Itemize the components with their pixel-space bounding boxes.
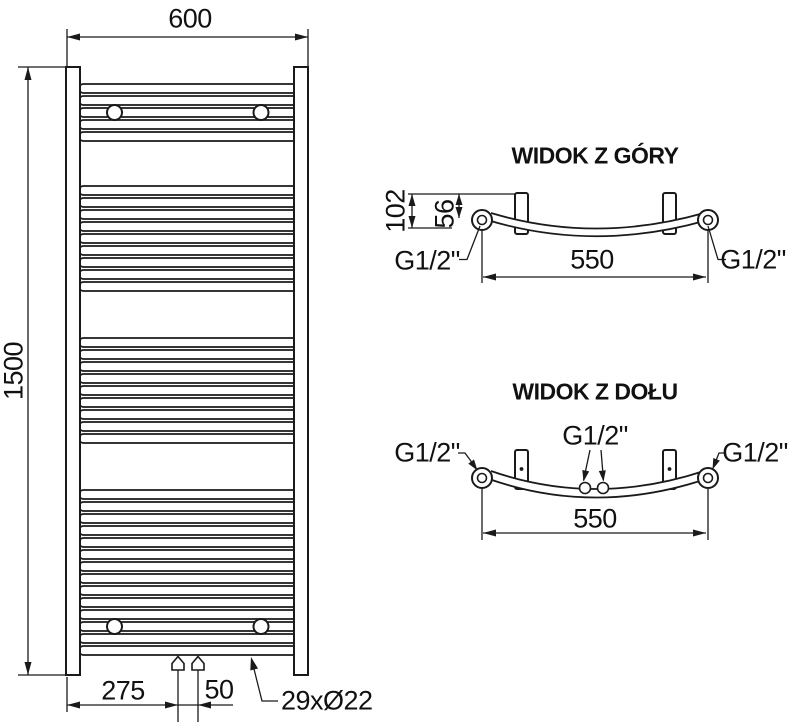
dim-bottom-550-lines <box>481 489 709 540</box>
radiator-tube <box>78 537 298 548</box>
bottom-view-center-thread-label: G1/2" <box>562 420 628 451</box>
tube-spec-leader <box>250 657 278 702</box>
tube-spec-label: 29xØ22 <box>281 685 373 716</box>
center-connections <box>578 481 610 495</box>
radiator-tube <box>78 645 298 656</box>
radiator-tubes <box>78 83 298 656</box>
radiator-tube <box>78 257 298 268</box>
bottom-view-collector-ends <box>471 467 719 489</box>
top-view <box>408 192 726 283</box>
radiator-tube <box>78 609 298 620</box>
radiator-tube <box>78 489 298 500</box>
bottom-view-curved-tube <box>488 470 707 499</box>
radiator-tube <box>78 185 298 196</box>
radiator-tube <box>78 385 298 396</box>
radiator-tube <box>78 597 298 608</box>
dim-depth-lines <box>408 193 516 229</box>
left-collector <box>65 66 81 676</box>
valve-connections <box>171 655 205 722</box>
dim-bottom-550: 550 <box>573 503 617 534</box>
bottom-view-thread-leaders <box>458 452 726 471</box>
right-collector <box>293 66 309 676</box>
dim-top-550-lines <box>481 231 709 283</box>
dim-height-lines <box>18 66 80 676</box>
front-view <box>18 29 309 722</box>
radiator-tube <box>78 269 298 280</box>
dim-valve-spacing-50: 50 <box>204 674 234 705</box>
radiator-tube <box>78 513 298 524</box>
dim-depth-102: 102 <box>380 189 411 233</box>
dim-width-lines <box>66 29 309 66</box>
radiator-tube <box>78 397 298 408</box>
radiator-tube <box>78 421 298 432</box>
top-view-right-thread-label: G1/2" <box>720 244 786 275</box>
radiator-tube <box>78 525 298 536</box>
bottom-view-title: WIDOK Z DOŁU <box>512 378 678 405</box>
radiator-tube <box>78 245 298 256</box>
radiator-tube <box>78 119 298 130</box>
dim-height-1500: 1500 <box>0 341 29 401</box>
top-view-left-thread-label: G1/2" <box>394 245 460 276</box>
top-view-curved-tube <box>488 212 707 238</box>
radiator-tube <box>78 209 298 220</box>
radiator-tube <box>78 337 298 348</box>
radiator-tube <box>78 549 298 560</box>
radiator-tube <box>78 585 298 596</box>
bottom-view <box>458 449 726 540</box>
bottom-view-left-thread-label: G1/2" <box>394 437 460 468</box>
mounting-holes <box>106 104 270 635</box>
bottom-view-right-thread-label: G1/2" <box>722 437 788 468</box>
radiator-tube <box>78 233 298 244</box>
radiator-tube <box>78 501 298 512</box>
radiator-tube <box>78 633 298 644</box>
radiator-tube <box>78 409 298 420</box>
dim-top-550: 550 <box>570 244 614 275</box>
dim-bottom-lines <box>66 677 233 712</box>
radiator-tube <box>78 131 298 142</box>
radiator-tube <box>78 197 298 208</box>
center-thread-leaders <box>582 449 606 482</box>
dim-width-600: 600 <box>168 3 212 34</box>
dim-valve-offset-275: 275 <box>101 675 145 706</box>
radiator-tube <box>78 373 298 384</box>
top-view-collector-ends <box>471 209 719 231</box>
radiator-tube <box>78 433 298 444</box>
radiator-tube <box>78 221 298 232</box>
top-view-title: WIDOK Z GÓRY <box>511 142 679 169</box>
radiator-tube <box>78 349 298 360</box>
radiator-tube <box>78 561 298 572</box>
radiator-tube <box>78 95 298 106</box>
top-view-thread-leaders <box>459 225 726 261</box>
dim-axis-depth-56: 56 <box>429 199 460 229</box>
radiator-tube <box>78 83 298 94</box>
radiator-tube <box>78 281 298 292</box>
radiator-tube <box>78 361 298 372</box>
radiator-tube <box>78 573 298 584</box>
